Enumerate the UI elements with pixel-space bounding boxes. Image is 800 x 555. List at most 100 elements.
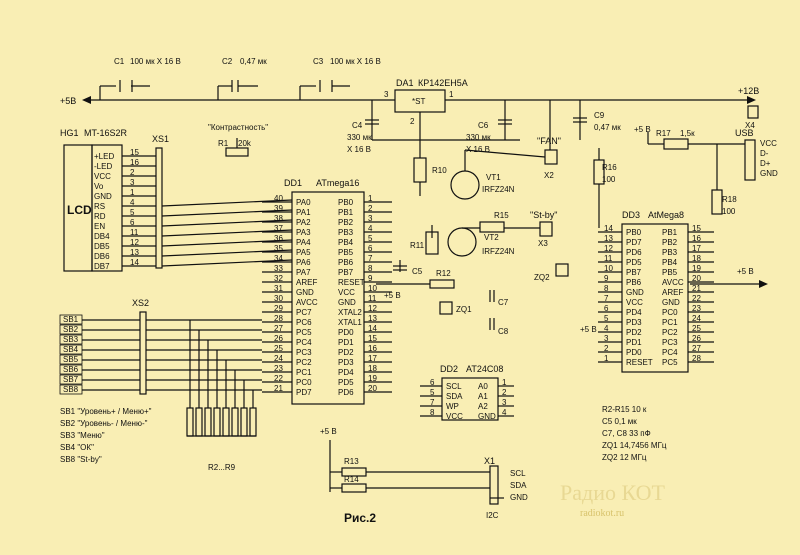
dd3-pin-num: 19 — [692, 264, 701, 273]
button-sb6[interactable]: SB6 — [59, 364, 262, 375]
dd2-pin-right: A0 — [478, 382, 488, 391]
svg-text:1,5к: 1,5к — [680, 129, 695, 138]
svg-text:VT1: VT1 — [486, 173, 501, 182]
lcd-pin-label: DB7 — [94, 262, 110, 271]
dd3-pin-left: PD1 — [626, 338, 642, 347]
svg-text:GND: GND — [510, 493, 528, 502]
svg-text:R13: R13 — [344, 457, 359, 466]
dd1-pin-right: PB5 — [338, 248, 354, 257]
svg-text:20k: 20k — [238, 139, 252, 148]
fan-label: "FAN" — [537, 136, 561, 146]
dd1-pin-num: 14 — [368, 324, 377, 333]
dd1-pin-num: 26 — [274, 334, 283, 343]
lcd-pin-num: 15 — [130, 148, 139, 157]
button-sb7[interactable]: SB7 — [59, 374, 262, 385]
button-sb2[interactable]: SB2 — [59, 324, 262, 335]
x1-label: X1 — [484, 456, 495, 466]
dd3-pin-left: PD5 — [626, 258, 642, 267]
lcd-pin-label: RS — [94, 202, 105, 211]
dd1-pin-num: 3 — [368, 214, 373, 223]
svg-text:C7, C8 33 пФ: C7, C8 33 пФ — [602, 429, 651, 438]
regulator-ref: DA1 — [396, 78, 414, 88]
svg-text:3: 3 — [384, 90, 389, 99]
svg-text:C9: C9 — [594, 111, 605, 120]
dd1-pin-right: GND — [338, 298, 356, 307]
stby-label: "St-by" — [530, 210, 557, 220]
dd1-pin-right: PB6 — [338, 258, 354, 267]
figure-caption: Рис.2 — [344, 511, 376, 525]
dd1-ref: DD1 — [284, 178, 302, 188]
dd1-pin-right: XTAL2 — [338, 308, 362, 317]
svg-text:ZQ2 12 МГц: ZQ2 12 МГц — [602, 453, 647, 462]
dd3-pin-left: PD3 — [626, 318, 642, 327]
dd1-pin-num: 7 — [368, 254, 373, 263]
xs1-label: XS1 — [152, 134, 169, 144]
lcd-pin-label: DB5 — [94, 242, 110, 251]
dd2-pin-num: 6 — [430, 378, 435, 387]
dd1-pin-num: 20 — [368, 384, 377, 393]
dd1-pin-num: 21 — [274, 384, 283, 393]
dd1-pin-num: 30 — [274, 294, 283, 303]
dd1-pin-num: 29 — [274, 304, 283, 313]
stby-driver: "St-by" X3 R15 R11 VT2 IRFZ24N C5 — [393, 210, 557, 276]
watermark: Радио КОТ radiokot.ru — [560, 480, 665, 519]
svg-text:SB2 "Уровень- / Меню-": SB2 "Уровень- / Меню-" — [60, 419, 148, 428]
oscillator: R12 ZQ1 C7 C8 ZQ2 +5 В +5 В — [376, 263, 597, 336]
dd3-pin-right: PC0 — [662, 308, 678, 317]
dd3-pin-num: 24 — [692, 314, 701, 323]
dd1-pin-num: 25 — [274, 344, 283, 353]
mcu-dd1: DD1 ATmega16 PA040PA139PA238PA337PA436PA… — [262, 178, 392, 405]
dd3-pin-left: VCC — [626, 298, 643, 307]
dd2-pin-num: 3 — [502, 398, 507, 407]
dd1-pin-left: PC6 — [296, 318, 312, 327]
button-sb1[interactable]: SB1 — [59, 314, 262, 325]
c1-ref: C1 — [114, 57, 125, 66]
dd2-pin-left: VCC — [446, 412, 463, 421]
dd3-pin-num: 23 — [692, 304, 701, 313]
dd1-pin-num: 18 — [368, 364, 377, 373]
lcd-pin-label: Vo — [94, 182, 104, 191]
dd1-pin-right: PB3 — [338, 228, 354, 237]
button-sb8[interactable]: SB8 — [59, 384, 262, 395]
dd1-pin-left: PA4 — [296, 238, 311, 247]
dd1-pin-left: PA2 — [296, 218, 311, 227]
svg-text:D-: D- — [760, 149, 769, 158]
svg-text:X2: X2 — [544, 171, 554, 180]
c3-value: 100 мк X 16 В — [330, 57, 381, 66]
button-sb3[interactable]: SB3 — [59, 334, 262, 345]
dd1-pin-right: PB1 — [338, 208, 354, 217]
dd1-pin-right: PD0 — [338, 328, 354, 337]
contrast-label: "Контрастность" — [208, 123, 268, 132]
dd3-pin-left: PD4 — [626, 308, 642, 317]
dd3-pin-left: PD2 — [626, 328, 642, 337]
lcd-pin-num: 3 — [130, 178, 135, 187]
dd1-pin-num: 16 — [368, 344, 377, 353]
button-sb4[interactable]: SB4 — [59, 344, 262, 355]
dd3-pin-num: 4 — [604, 324, 609, 333]
dd3-part: AtMega8 — [648, 210, 684, 220]
svg-text:VCC: VCC — [760, 139, 777, 148]
dd1-pin-left: PA0 — [296, 198, 311, 207]
dd1-pin-left: AREF — [296, 278, 317, 287]
dd3-pin-num: 22 — [692, 294, 701, 303]
svg-text:0,47 мк: 0,47 мк — [594, 123, 621, 132]
lcd-pin-num: 16 — [130, 158, 139, 167]
regulator-label: *ST — [412, 97, 425, 106]
svg-text:R16: R16 — [602, 163, 617, 172]
dd1-pin-left: PA3 — [296, 228, 311, 237]
dd1-pin-num: 5 — [368, 234, 373, 243]
svg-text:IRFZ24N: IRFZ24N — [482, 247, 515, 256]
dd1-pin-left: PA6 — [296, 258, 311, 267]
power-rail: +5B +12B C1 100 мк X 16 В C2 0,47 мк C3 … — [60, 57, 759, 106]
dd1-pin-right: PB2 — [338, 218, 354, 227]
dd1-pin-num: 32 — [274, 274, 283, 283]
button-sb5[interactable]: SB5 — [59, 354, 262, 365]
lcd-pin-label: -LED — [94, 162, 112, 171]
dd1-pin-right: PD4 — [338, 368, 354, 377]
lcd-pin-label: +LED — [94, 152, 114, 161]
power-5v-label: +5B — [60, 96, 76, 106]
svg-text:R11: R11 — [410, 241, 425, 250]
lcd-pin-num: 5 — [130, 208, 135, 217]
